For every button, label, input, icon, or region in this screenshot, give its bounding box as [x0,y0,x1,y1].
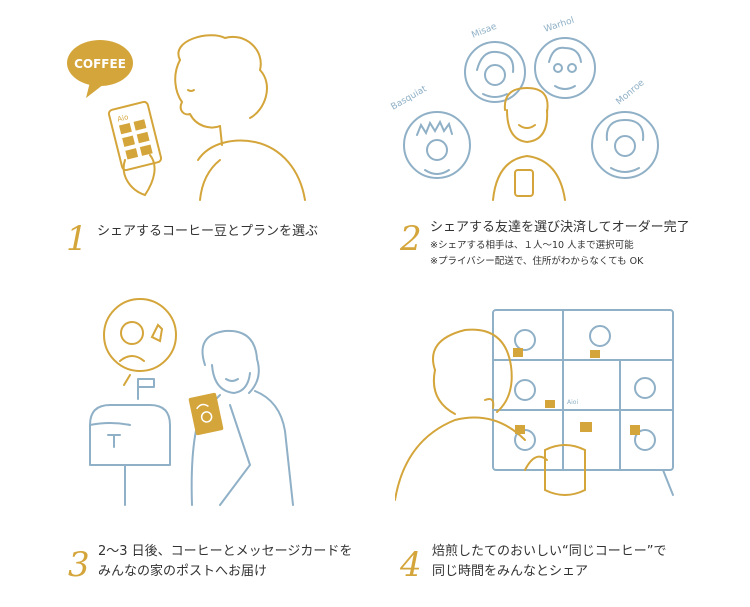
hand-icon [122,154,156,197]
smartphone-icon: Aio [107,100,163,172]
step-3-caption-line-2: みんなの家のポストへお届け [98,564,268,579]
step-1-caption: シェアするコーヒー豆とプランを選ぶ [97,224,319,239]
thought-bubble [103,298,177,386]
step-3-number: 3 [68,545,90,585]
mug-icon [544,444,586,496]
friend-name-monroe: Monroe [615,78,647,108]
friend-avatar-warhol [534,37,596,99]
friend-avatar-basquiat [403,111,471,179]
screen-app-label: Aioi [567,399,578,406]
step-4-illustration: Aioi [395,309,674,501]
phone-app-label: Aio [117,113,130,123]
person-icon [174,34,306,201]
step-4-caption-line-2: 同じ時間をみんなとシェア [432,564,589,579]
friend-name-basquiat: Basquiat [390,84,429,113]
message-card-icon [188,392,224,436]
coffee-speech-bubble: COFFEE [67,40,133,98]
person-icon [492,86,566,201]
friend-avatar-monroe [591,111,659,179]
smartphone-icon [514,169,534,197]
step-2-note-1: ※シェアする相手は、１人〜10 人まで選択可能 [430,240,634,251]
step-3-caption-line-1: 2〜3 日後、コーヒーとメッセージカードを [98,544,353,559]
coffee-cup-icon [513,348,640,435]
step-1-illustration: COFFEE Aio [67,34,306,201]
step-2-number: 2 [400,219,422,259]
friend-avatar-misae [464,41,526,103]
step-4-number: 4 [400,545,422,585]
step-2-note-2: ※プライバシー配送で、住所がわからなくても OK [430,256,644,267]
mailbox-icon [89,378,171,506]
step-2-caption: シェアする友達を選び決済してオーダー完了 [430,220,690,235]
step-4-caption-line-1: 焙煎したてのおいしい“同じコーヒー”で [432,544,667,559]
friend-name-misae: Misae [470,22,498,41]
step-2-illustration: Basquiat Misae Warhol Monroe [390,16,659,201]
person-icon [190,329,294,506]
person-icon [395,328,586,501]
step-1-number: 1 [66,219,88,259]
coffee-badge-text: COFFEE [74,57,126,71]
friend-name-warhol: Warhol [543,16,576,35]
video-call-screen [492,309,674,496]
step-3-illustration [89,298,294,506]
